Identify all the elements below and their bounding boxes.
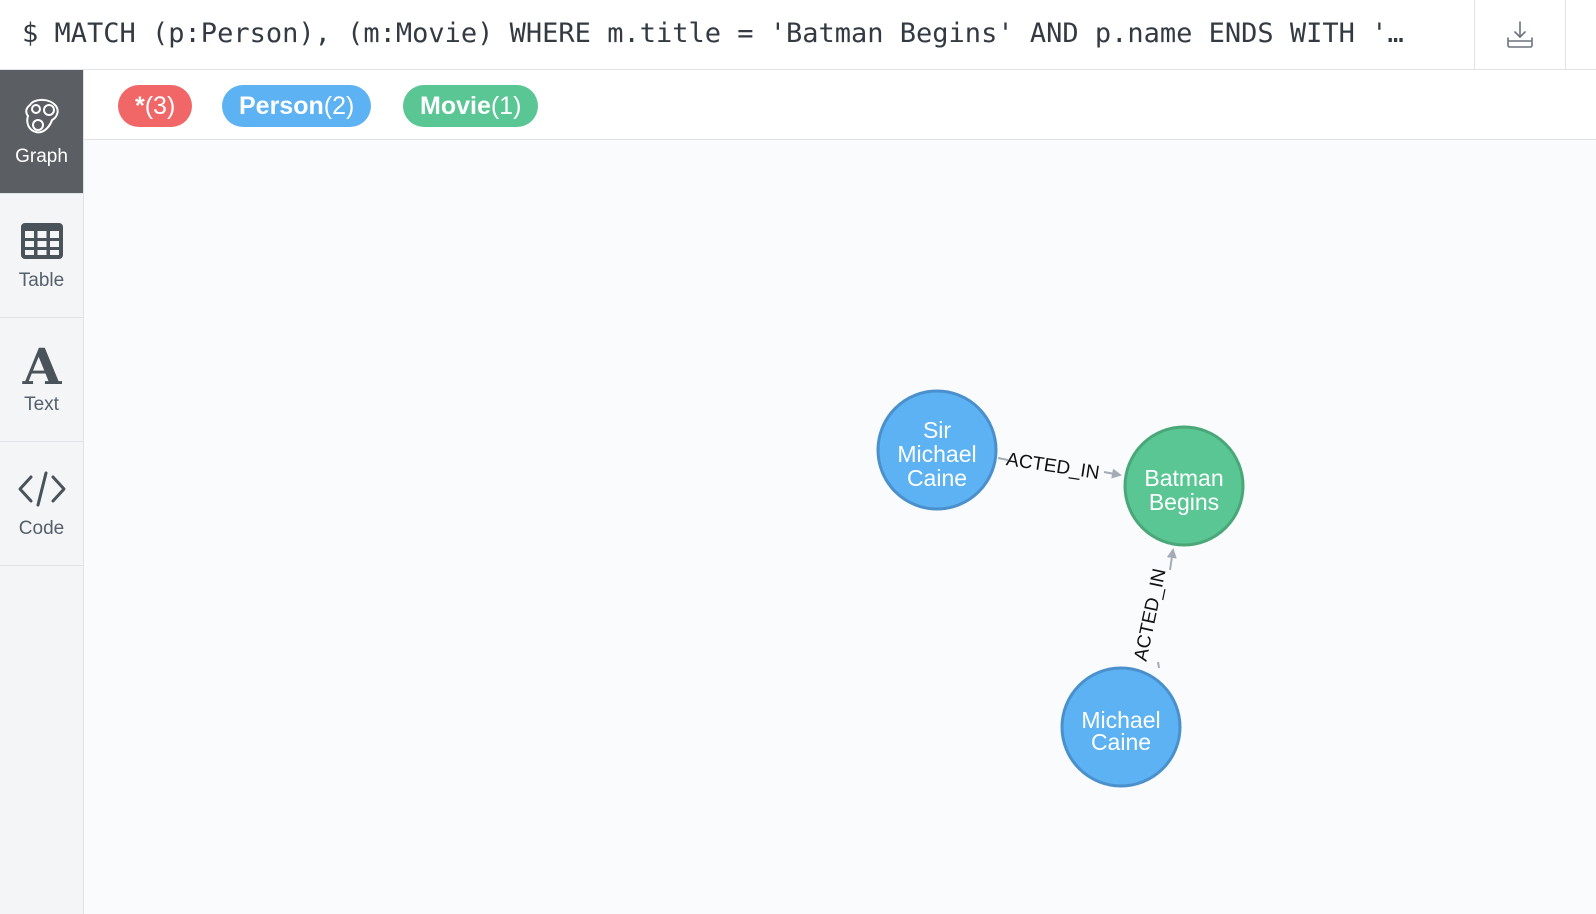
label-count: (3) bbox=[144, 92, 176, 120]
table-icon bbox=[20, 218, 64, 264]
node-caption: Michael bbox=[897, 441, 976, 467]
code-icon bbox=[17, 466, 67, 512]
node-caption: Michael bbox=[1081, 707, 1160, 733]
relationship-label: ACTED_IN bbox=[1131, 567, 1171, 663]
query-bar: $ MATCH (p:Person), (m:Movie) WHERE m.ti… bbox=[0, 0, 1596, 70]
graph-canvas[interactable]: ACTED_IN ACTED_IN Sir Michael Caine Batm… bbox=[84, 140, 1596, 914]
node-person[interactable]: Michael Caine bbox=[1060, 666, 1182, 788]
node-caption: Begins bbox=[1149, 489, 1219, 515]
sidebar-item-code[interactable]: Code bbox=[0, 442, 83, 566]
svg-text:A: A bbox=[21, 342, 62, 388]
sidebar-item-label: Text bbox=[24, 394, 59, 415]
relationship-acted-in-1[interactable]: ACTED_IN bbox=[997, 449, 1122, 484]
relationship-label: ACTED_IN bbox=[1005, 449, 1101, 484]
node-caption: Caine bbox=[1091, 729, 1151, 755]
label-name: Person bbox=[239, 92, 324, 120]
download-button[interactable] bbox=[1474, 0, 1566, 70]
sidebar-item-graph[interactable]: Graph bbox=[0, 70, 83, 194]
node-caption: Batman bbox=[1144, 465, 1223, 491]
label-name: * bbox=[135, 92, 145, 120]
download-icon bbox=[1507, 21, 1533, 48]
label-count: (2) bbox=[323, 92, 355, 120]
label-pill-all[interactable]: *(3) bbox=[118, 85, 193, 127]
node-person[interactable]: Sir Michael Caine bbox=[876, 389, 998, 511]
label-pill-movie[interactable]: Movie(1) bbox=[403, 85, 539, 127]
query-text[interactable]: $ MATCH (p:Person), (m:Movie) WHERE m.ti… bbox=[22, 18, 1404, 49]
graph-svg: ACTED_IN ACTED_IN Sir Michael Caine Batm… bbox=[876, 389, 1245, 788]
graph-icon bbox=[22, 94, 62, 140]
view-sidebar: Graph Table A Text bbox=[0, 70, 84, 914]
relationship-acted-in-2[interactable]: ACTED_IN bbox=[1131, 548, 1177, 669]
label-name: Movie bbox=[420, 92, 491, 120]
label-filter-bar: *(3) Person(2) Movie(1) bbox=[84, 70, 1596, 140]
label-pill-person[interactable]: Person(2) bbox=[222, 85, 372, 127]
node-caption: Sir bbox=[923, 417, 951, 443]
sidebar-item-table[interactable]: Table bbox=[0, 194, 83, 318]
label-count: (1) bbox=[490, 92, 522, 120]
text-icon: A bbox=[19, 342, 65, 388]
node-caption: Caine bbox=[907, 465, 967, 491]
sidebar-item-text[interactable]: A Text bbox=[0, 318, 83, 442]
node-movie[interactable]: Batman Begins bbox=[1123, 425, 1245, 547]
sidebar-item-label: Table bbox=[18, 270, 65, 291]
sidebar-item-label: Graph bbox=[15, 146, 68, 167]
sidebar-item-label: Code bbox=[18, 518, 65, 539]
